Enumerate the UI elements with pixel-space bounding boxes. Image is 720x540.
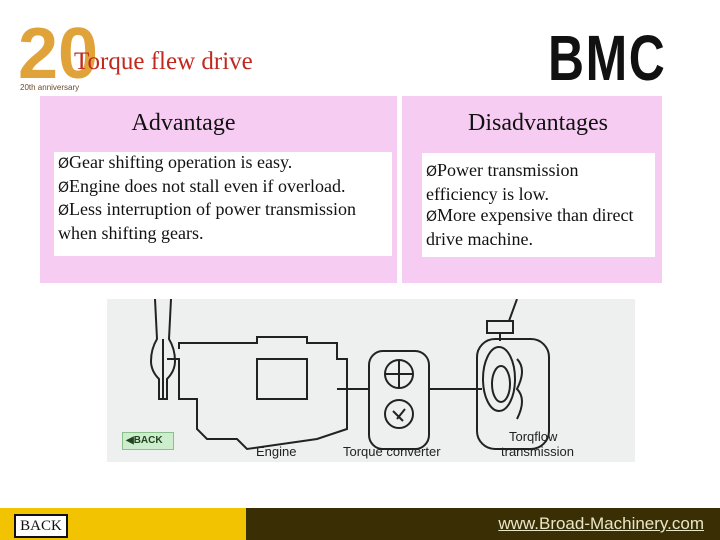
list-item: ØLess interruption of power transmission… — [58, 199, 356, 243]
disadvantages-list: ØPower transmission efficiency is low. Ø… — [422, 153, 655, 257]
back-arrow-icon: ◀ — [126, 435, 134, 446]
anniversary-logo: 20 20th anniversary — [18, 18, 96, 96]
logo-20-icon: 20 — [18, 18, 96, 82]
arrow-bullet-icon: Ø — [58, 156, 70, 172]
advantage-panel: Advantage ØGear shifting operation is ea… — [40, 96, 397, 283]
arrow-bullet-icon: Ø — [426, 209, 438, 225]
engine-label: Engine — [256, 444, 297, 459]
logo-number: 20 — [18, 18, 96, 82]
disadvantages-heading: Disadvantages — [468, 110, 608, 136]
torqflow-diagram: ◀BACK Engine Torque converter Torqflow t… — [107, 299, 635, 462]
torqflow-label: Torqflow — [509, 429, 558, 444]
diagram-back-button[interactable]: ◀BACK — [122, 432, 174, 450]
advantage-heading: Advantage — [131, 110, 236, 136]
footer-bar: BACK www.Broad-Machinery.com — [0, 508, 720, 540]
arrow-bullet-icon: Ø — [426, 164, 438, 180]
disadvantages-panel: Disadvantages ØPower transmission effici… — [402, 96, 662, 283]
advantage-list: ØGear shifting operation is easy. ØEngin… — [54, 152, 392, 256]
list-item: ØPower transmission efficiency is low. — [426, 160, 579, 204]
brand-logo: BMC — [548, 22, 667, 94]
back-button[interactable]: BACK — [14, 514, 68, 538]
list-item: ØGear shifting operation is easy. — [58, 152, 293, 172]
list-item: ØMore expensive than direct drive machin… — [426, 205, 634, 249]
arrow-bullet-icon: Ø — [58, 203, 70, 219]
page-title: Torque flew drive — [74, 48, 253, 75]
torque-converter-label: Torque converter — [343, 444, 441, 459]
logo-subtitle: 20th anniversary — [20, 83, 80, 92]
footer-left: BACK — [0, 508, 246, 540]
footer-right: www.Broad-Machinery.com — [246, 508, 720, 540]
arrow-bullet-icon: Ø — [58, 179, 70, 196]
list-item: ØEngine does not stall even if overload. — [58, 175, 346, 196]
transmission-label: transmission — [501, 444, 574, 459]
drivetrain-illustration — [149, 299, 550, 451]
website-link[interactable]: www.Broad-Machinery.com — [498, 514, 704, 533]
